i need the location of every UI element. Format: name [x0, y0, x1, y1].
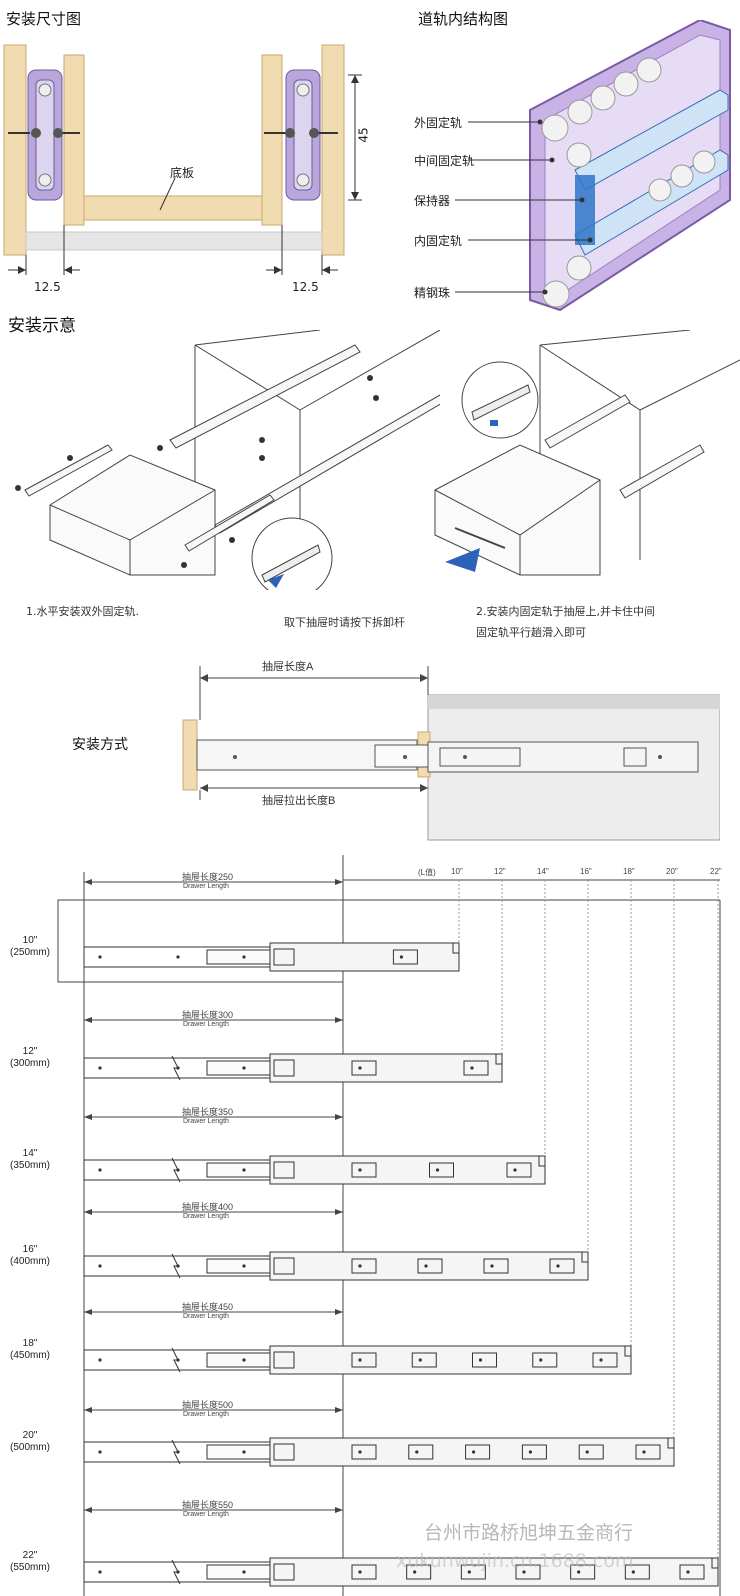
size-inch-3: 14" — [22, 1148, 38, 1159]
drawer-length-cn-5: 抽屉长度450 — [182, 1302, 234, 1312]
drawer-length-cn-2: 抽屉长度300 — [182, 1010, 234, 1020]
watermark-url: xukunwujin.cn.1688.com — [396, 1550, 634, 1572]
rail-structure-drawing — [455, 20, 731, 312]
drawer-length-en-4: Drawer Length — [183, 1213, 229, 1220]
size-mm-6: (500mm) — [9, 1442, 50, 1453]
size-mm-1: (250mm) — [9, 947, 50, 958]
drawer-length-cn-1: 抽屉长度250 — [182, 872, 234, 882]
label-steel-balls: 精钢珠 — [414, 286, 451, 300]
size-mm-3: (350mm) — [9, 1160, 50, 1171]
size-inch-5: 18" — [22, 1338, 38, 1349]
drawer-extension-b-label: 抽屉拉出长度B — [262, 795, 336, 807]
install-dimension-drawing — [3, 44, 362, 275]
l-value-4: 16" — [580, 867, 592, 876]
remove-drawer-instruction: 取下抽屉时请按下拆卸杆 — [284, 616, 405, 629]
drawer-length-en-1: Drawer Length — [183, 883, 229, 890]
l-value-6: 20" — [666, 867, 678, 876]
label-retainer: 保持器 — [414, 194, 451, 208]
drawer-length-en-5: Drawer Length — [183, 1313, 229, 1320]
l-value-5: 18" — [623, 867, 635, 876]
size-mm-7: (550mm) — [9, 1562, 50, 1573]
l-value-7: 22" — [710, 867, 722, 876]
size-inch-6: 20" — [22, 1430, 38, 1441]
watermark-company: 台州市路桥旭坤五金商行 — [424, 1522, 634, 1544]
install-step-1: 1.水平安装双外固定轨. — [26, 605, 139, 618]
bottom-board-label: 底板 — [170, 166, 195, 180]
install-illustration-left — [15, 330, 440, 590]
section-title-rail-structure: 道轨内结构图 — [418, 10, 509, 28]
size-inch-1: 10" — [22, 935, 38, 946]
drawer-length-cn-4: 抽屉长度400 — [182, 1202, 234, 1212]
drawer-length-a-label: 抽屉长度A — [262, 661, 314, 673]
section-title-install-dimensions: 安装尺寸图 — [6, 10, 82, 28]
label-outer-rail: 外固定轨 — [414, 116, 463, 130]
size-inch-4: 16" — [22, 1244, 38, 1255]
dimension-right-12-5: 12.5 — [292, 280, 319, 294]
size-mm-5: (450mm) — [9, 1350, 50, 1361]
drawer-length-en-7: Drawer Length — [183, 1511, 229, 1518]
section-title-install-illustration: 安装示意 — [8, 316, 76, 336]
install-step-2-line-2: 固定轨平行趟滑入即可 — [476, 626, 586, 639]
drawer-length-en-3: Drawer Length — [183, 1118, 229, 1125]
drawer-length-cn-3: 抽屉长度350 — [182, 1107, 234, 1117]
size-mm-2: (300mm) — [9, 1058, 50, 1069]
install-step-2-line-1: 2.安装内固定轨于抽屉上,并卡住中间 — [476, 605, 655, 618]
size-inch-7: 22" — [22, 1550, 38, 1561]
drawer-length-en-6: Drawer Length — [183, 1411, 229, 1418]
size-inch-2: 12" — [22, 1046, 38, 1057]
dimension-left-12-5: 12.5 — [34, 280, 61, 294]
rail-size-chart — [57, 855, 721, 1596]
drawer-length-cn-6: 抽屉长度500 — [182, 1400, 234, 1410]
label-middle-rail: 中间固定轨 — [414, 154, 475, 168]
install-method-drawing — [182, 666, 720, 841]
dimension-height-45: 45 — [356, 127, 371, 143]
label-inner-rail: 内固定轨 — [414, 234, 463, 248]
l-value-1: 10" — [451, 867, 463, 876]
size-mm-4: (400mm) — [9, 1256, 50, 1267]
l-value-2: 12" — [494, 867, 506, 876]
install-illustration-right — [434, 330, 740, 576]
l-value-3: 14" — [537, 867, 549, 876]
drawer-length-en-2: Drawer Length — [183, 1021, 229, 1028]
l-value-label: (L值) — [418, 868, 436, 877]
section-title-install-method: 安装方式 — [72, 737, 128, 753]
drawer-length-cn-7: 抽屉长度550 — [182, 1500, 234, 1510]
